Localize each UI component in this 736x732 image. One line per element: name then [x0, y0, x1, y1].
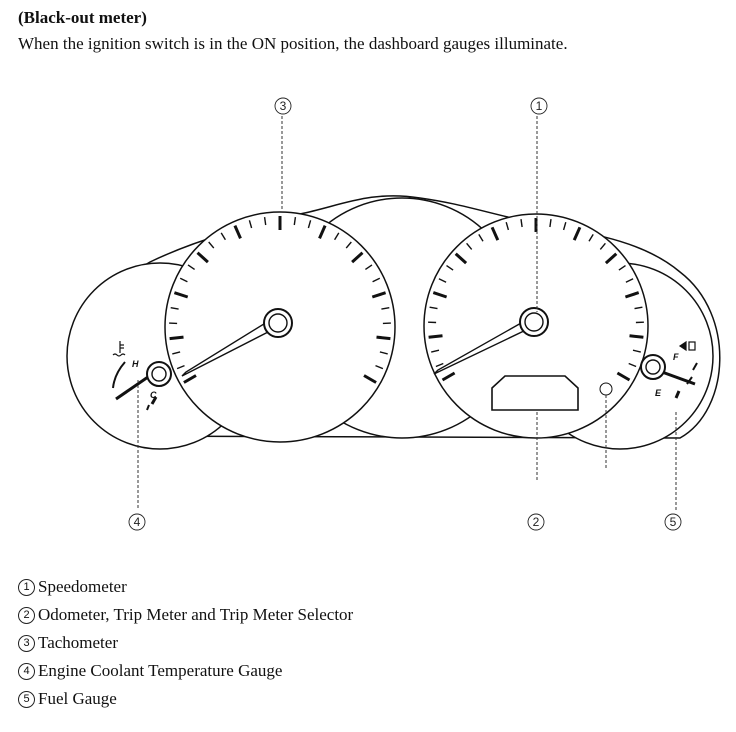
speedometer-tick: [624, 291, 640, 299]
tachometer-tick: [187, 264, 195, 270]
empty-mark: E: [655, 388, 662, 398]
section-heading: (Black-out meter): [18, 8, 147, 27]
legend-number: 3: [18, 634, 35, 652]
tachometer-tick: [334, 232, 340, 241]
tachometer-tick: [307, 220, 312, 229]
legend-number: 4: [18, 662, 35, 680]
speedometer-tick: [520, 219, 523, 228]
legend-number: 2: [18, 606, 35, 624]
speedometer-tick: [466, 242, 473, 250]
legend-label: Engine Coolant Temperature Gauge: [38, 661, 283, 680]
tachometer-tick: [196, 251, 209, 264]
speedometer-tick: [632, 349, 641, 353]
speedometer-tick: [429, 306, 438, 310]
legend-number: 1: [18, 578, 35, 596]
odometer-display: [491, 375, 579, 411]
legend-label: Tachometer: [38, 633, 118, 652]
speedometer-tick: [431, 349, 440, 353]
tachometer-tick: [351, 251, 364, 264]
speedometer-tick: [629, 334, 644, 339]
tachometer-tick: [220, 232, 226, 241]
legend-label: Odometer, Trip Meter and Trip Meter Sele…: [38, 605, 354, 624]
tachometer-tick: [371, 291, 387, 299]
tachometer-tick: [170, 307, 179, 310]
tachometer-tick: [365, 264, 373, 270]
tachometer-tick: [172, 351, 181, 355]
cold-mark: C: [150, 390, 157, 400]
callout-odometer: 2: [533, 515, 540, 529]
legend-label: Speedometer: [38, 577, 127, 596]
legend-number: 5: [18, 690, 35, 708]
speedometer-tick: [604, 252, 618, 265]
tachometer-tick: [318, 224, 327, 240]
speedometer-tick: [572, 226, 582, 241]
full-mark: F: [673, 352, 679, 362]
speedometer-tick: [490, 226, 500, 241]
legend-label: Fuel Gauge: [38, 689, 117, 708]
hot-mark: H: [132, 359, 139, 369]
tachometer-tick: [381, 307, 390, 310]
callout-speedometer: 1: [536, 99, 543, 113]
speedometer-tick: [616, 371, 631, 382]
tachometer-tick: [183, 374, 197, 384]
trip-meter-selector-knob: [599, 382, 613, 396]
callout-coolant: 4: [134, 515, 141, 529]
coolant-needle: [115, 375, 149, 401]
speedometer-tick: [428, 334, 443, 339]
tachometer-tick: [169, 335, 184, 341]
callout-tachometer: 3: [280, 99, 287, 113]
tachometer-tick: [376, 335, 391, 341]
coolant-temperature-icon: [112, 341, 126, 357]
speedometer-tick: [588, 234, 594, 242]
speedometer-tick: [435, 362, 444, 368]
speedometer-tick: [432, 291, 448, 299]
speedometer-tick: [446, 265, 454, 271]
tachometer-tick: [248, 220, 253, 229]
callout-fuel: 5: [670, 515, 677, 529]
speedometer-tick: [625, 278, 634, 283]
speedometer-tick: [438, 278, 447, 283]
tachometer-tick: [179, 277, 188, 283]
speedometer-tick: [634, 306, 643, 310]
tachometer-tick: [176, 364, 185, 370]
speedometer-tick: [454, 252, 468, 265]
intro-text: When the ignition switch is in the ON po…: [18, 34, 568, 53]
speedometer-tick: [562, 222, 567, 231]
tachometer-tick: [372, 277, 381, 283]
tachometer-tick: [263, 217, 267, 226]
tachometer-tick: [233, 224, 242, 240]
speedometer-tick: [549, 219, 552, 228]
speedometer-tick: [628, 362, 637, 368]
tachometer-tick: [379, 351, 388, 355]
tachometer-tick: [208, 241, 215, 249]
speedometer-tick: [478, 234, 484, 242]
speedometer-tick: [505, 222, 510, 231]
speedometer-tick: [441, 371, 456, 382]
tachometer-tick: [173, 291, 189, 299]
tachometer-tick: [345, 241, 352, 249]
speedometer-tick: [599, 242, 606, 250]
speedometer-tick: [618, 265, 626, 271]
tachometer-tick: [293, 217, 297, 226]
tachometer-tick: [375, 364, 384, 370]
fuel-pump-icon: [678, 340, 696, 352]
tachometer-tick: [363, 374, 377, 384]
